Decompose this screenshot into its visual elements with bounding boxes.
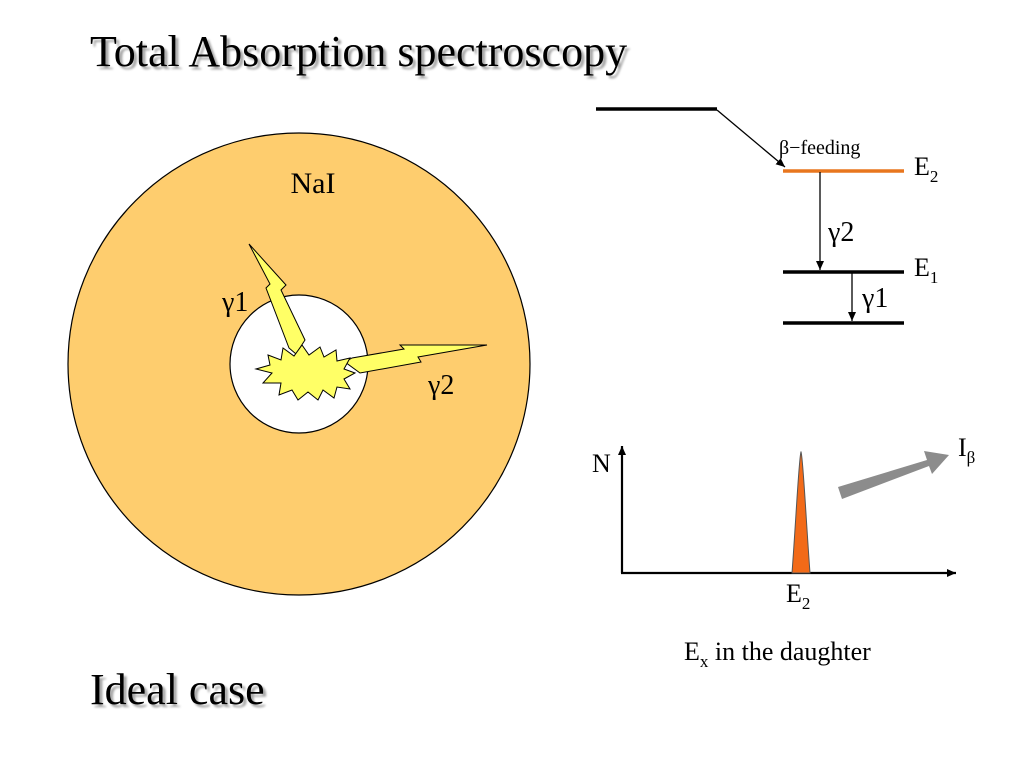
peak-label-subscript: 2 [802,594,811,613]
gamma1-label: γ1 [221,287,248,318]
intensity-label-subscript: β [967,448,976,467]
level-e2-letter: E [914,152,930,181]
gamma1-transition-label: γ1 [861,283,888,314]
beta-feeding-label: β−feeding [779,137,860,159]
level-scheme: β−feeding E2 γ2 E1 γ1 [596,107,938,325]
e2-peak [791,450,811,574]
intensity-label: Iβ [958,433,975,467]
spectrum-y-axis-label: N [592,449,611,478]
level-e2-subscript: 2 [930,167,939,186]
x-axis-caption-subscript: x [700,652,709,671]
x-axis-caption-letter: E [684,637,700,666]
level-e1-subscript: 1 [930,268,939,287]
level-e2-label: E2 [914,152,938,186]
ideal-case-label: Ideal case [90,665,265,714]
spectrum: N E2 Iβ Ex in the daughter [592,433,975,671]
peak-label-letter: E [786,579,802,608]
nai-label: NaI [291,167,336,200]
slide-title: Total Absorption spectroscopy [90,27,628,76]
beta-feeding-arrow [716,109,786,168]
x-axis-caption-text: in the daughter [708,637,871,666]
level-e1-letter: E [914,253,930,282]
level-e1-label: E1 [914,253,938,287]
gamma2-transition-label: γ2 [827,217,854,248]
peak-label: E2 [786,579,810,613]
nai-detector: NaI γ1 γ2 [67,132,531,596]
interaction-flash [254,344,357,401]
x-axis-caption: Ex in the daughter [684,637,871,671]
intensity-arrow [838,451,949,499]
gamma2-label: γ2 [427,370,454,401]
intensity-label-letter: I [958,433,967,462]
